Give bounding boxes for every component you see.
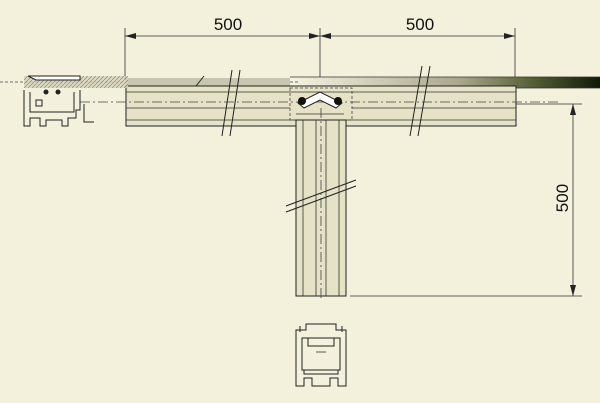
dimension-label-left: 500 (214, 15, 242, 34)
dimension-right-vertical: 500 (350, 103, 582, 297)
dimension-label-right: 500 (406, 15, 434, 34)
vertical-stem (285, 108, 357, 300)
dimension-label-vertical: 500 (553, 184, 572, 212)
left-end-profile (23, 75, 128, 127)
junction-connector (289, 87, 353, 121)
dimension-top-left: 500 (124, 15, 321, 80)
bottom-cross-section (295, 323, 347, 387)
dimension-top-right: 500 (320, 15, 516, 80)
break-lines (195, 65, 431, 137)
